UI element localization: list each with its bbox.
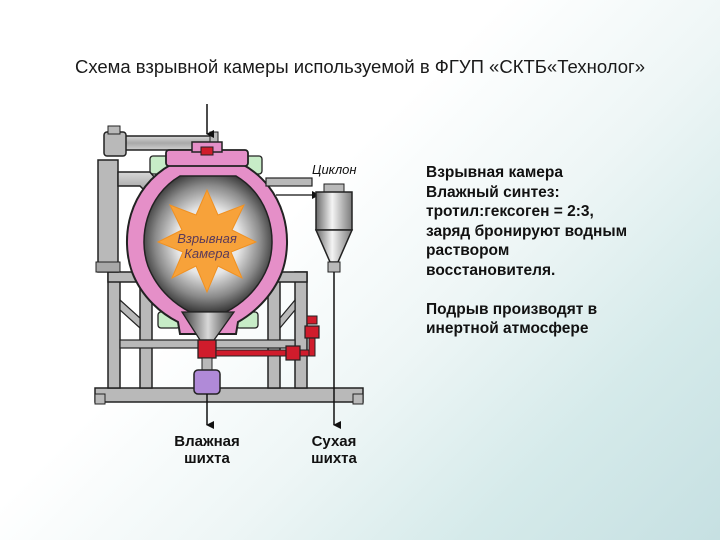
chamber-label-line1: Взрывная xyxy=(177,231,237,246)
dry-output-label-line2: шихта xyxy=(311,450,357,467)
desc-line: раствором xyxy=(426,242,510,259)
left-column-foot xyxy=(95,261,121,273)
base-foot-right xyxy=(352,393,364,405)
base-foot-left xyxy=(94,393,106,405)
cyclone-feed-pipe xyxy=(265,177,313,187)
frame-leg-right-inner xyxy=(267,279,281,389)
frame-brace-right xyxy=(279,298,296,330)
base-platform xyxy=(94,387,364,403)
wet-collector xyxy=(193,369,221,395)
cyclone-body xyxy=(315,191,353,231)
outlet-valve xyxy=(197,339,217,359)
explosion-flash xyxy=(156,188,258,294)
desc-spacer xyxy=(426,280,696,300)
dry-output-label-line1: Сухая xyxy=(312,433,357,450)
left-column xyxy=(97,159,119,273)
chamber-label-line2: Камера xyxy=(184,246,230,261)
desc-line: инертной атмосфере xyxy=(426,320,589,337)
wet-output-label-line1: Влажная xyxy=(174,433,240,450)
desc-line: восстановителя. xyxy=(426,261,556,279)
desc-line: Подрыв производят в xyxy=(426,300,598,318)
cyclone-cone xyxy=(314,229,354,263)
frame-leg-left-outer xyxy=(107,271,121,389)
wet-output-label-line2: шихта xyxy=(184,450,230,467)
cyclone-outlet xyxy=(327,261,341,273)
cyclone-top xyxy=(323,183,345,193)
top-pipe-elbow xyxy=(103,131,127,157)
desc-line: Влажный синтез: xyxy=(426,183,560,201)
red-riser-cap xyxy=(306,315,318,325)
top-pipe-cap xyxy=(107,125,121,135)
lid-valve xyxy=(200,146,214,156)
cyclone-label: Циклон xyxy=(312,162,357,177)
frame-brace-left xyxy=(119,298,141,330)
red-valve xyxy=(285,345,301,361)
outlet-neck xyxy=(201,357,213,371)
page-title: Схема взрывной камеры используемой в ФГУ… xyxy=(74,56,646,77)
description-block: Взрывная камера Влажный синтез: тротил:г… xyxy=(426,163,696,339)
red-riser-valve xyxy=(304,325,320,339)
desc-line: тротил:гексоген = 2:3, xyxy=(426,203,594,220)
desc-line: Взрывная камера xyxy=(426,164,564,181)
desc-line: заряд бронируют водным xyxy=(426,222,628,240)
